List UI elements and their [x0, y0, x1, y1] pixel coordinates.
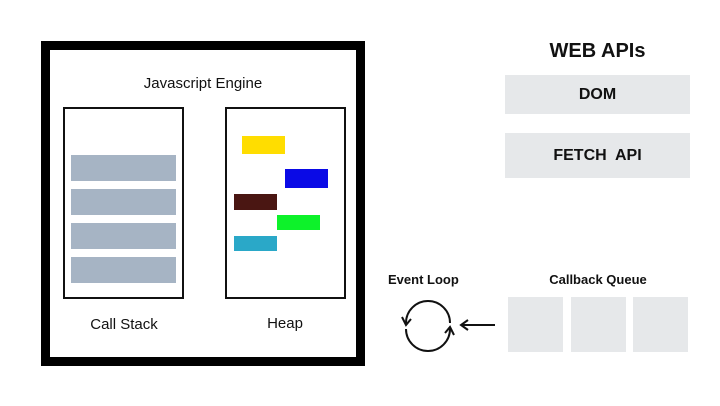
- loop-arc-top: [405, 300, 451, 324]
- heap-object-brown: [234, 194, 277, 210]
- heap-object-blue: [285, 169, 328, 188]
- web-api-fetch-label: FETCH API: [553, 146, 642, 164]
- stack-frame: [71, 155, 176, 181]
- web-api-fetch: FETCH API: [505, 133, 690, 178]
- stack-frame: [71, 189, 176, 215]
- stack-frame: [71, 223, 176, 249]
- event-loop-label: Event Loop: [388, 272, 459, 287]
- heap-object-yellow: [242, 136, 285, 154]
- heap-object-green: [277, 215, 320, 230]
- web-api-dom: DOM: [505, 75, 690, 114]
- loop-arrowhead-right: [444, 325, 455, 336]
- loop-arc-bottom: [405, 328, 451, 352]
- loop-arrowhead-left: [401, 316, 412, 327]
- web-apis-title: WEB APIs: [549, 40, 646, 62]
- engine-title: Javascript Engine: [143, 75, 263, 92]
- callback-queue-label: Callback Queue: [549, 272, 647, 287]
- callback-queue-slot: [571, 297, 626, 352]
- heap-object-cyan: [234, 236, 277, 251]
- heap-label: Heap: [267, 315, 303, 332]
- callback-queue-slot: [508, 297, 563, 352]
- callback-queue-slot: [633, 297, 688, 352]
- stack-frame: [71, 257, 176, 283]
- circular-arrows-icon: [401, 300, 455, 352]
- call-stack-label: Call Stack: [90, 316, 158, 333]
- web-api-dom-label: DOM: [578, 85, 617, 103]
- arrow-left-icon: [459, 319, 495, 331]
